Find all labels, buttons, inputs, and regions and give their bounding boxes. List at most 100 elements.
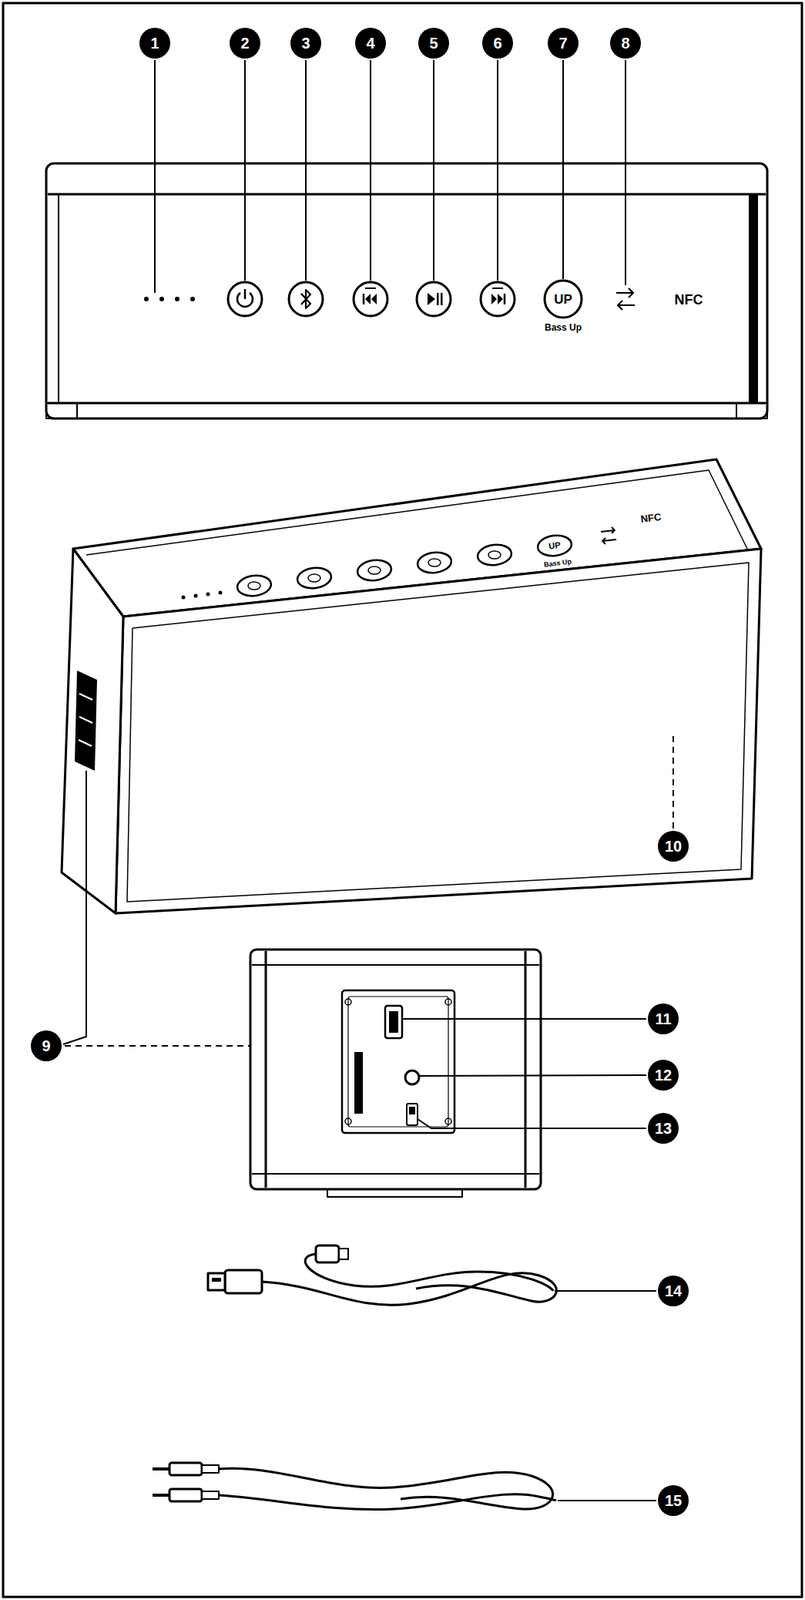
perspective-view — [78, 739, 92, 746]
callout-holder: 5 — [418, 27, 450, 59]
end-view — [348, 996, 449, 1127]
label-holder: NFC — [640, 511, 662, 524]
top-view — [503, 293, 507, 305]
label-holder: NFC — [674, 292, 704, 307]
perspective-view — [416, 550, 453, 574]
callout-holder: 8 — [610, 27, 641, 59]
callout-number: 7 — [547, 27, 579, 59]
perspective-view — [248, 581, 261, 590]
top-view — [491, 293, 497, 305]
label-holder: Bass Up — [543, 557, 573, 568]
end-view — [524, 950, 527, 1188]
end-view — [345, 1117, 352, 1124]
top-view — [365, 287, 376, 289]
perspective-view — [536, 533, 574, 557]
perspective-view — [61, 459, 762, 913]
aux-cable — [152, 1466, 170, 1470]
callout-holder: 6 — [482, 27, 514, 59]
leader-lines — [624, 60, 627, 286]
callout-number: 8 — [610, 27, 641, 59]
usb-cable — [261, 1272, 557, 1305]
callout-number: 12 — [647, 1059, 679, 1091]
top-view — [353, 281, 388, 316]
perspective-view — [296, 565, 333, 590]
top-view — [365, 293, 371, 305]
usb-cable — [315, 1244, 339, 1262]
end-view — [445, 998, 452, 1005]
callout-holder: 12 — [647, 1059, 679, 1091]
usb-cable — [224, 1269, 262, 1293]
top-view — [416, 281, 451, 316]
end-view — [327, 1188, 463, 1197]
end-view — [405, 1069, 420, 1084]
perspective-view — [86, 469, 748, 555]
end-view — [251, 963, 540, 966]
leader-lines — [402, 1017, 647, 1020]
leader-line — [554, 1289, 657, 1292]
perspective-view — [181, 595, 186, 600]
leader-lines — [432, 60, 435, 281]
top-view — [616, 288, 634, 298]
button-caption: Bass Up — [543, 557, 573, 568]
callout-number: 3 — [290, 27, 322, 59]
top-view — [244, 288, 247, 299]
top-view — [47, 402, 766, 405]
perspective-view — [206, 592, 211, 597]
top-view — [497, 293, 504, 305]
end-view — [406, 1103, 418, 1125]
perspective-view — [356, 557, 393, 582]
top-view — [362, 293, 366, 305]
top-view — [159, 296, 165, 302]
top-view — [228, 281, 262, 316]
callout-number: 10 — [657, 830, 689, 862]
perspective-view — [236, 573, 273, 598]
top-view — [144, 296, 149, 302]
aux-cable — [152, 1492, 170, 1496]
callout-holder: 11 — [647, 1002, 679, 1034]
leader-lines — [369, 60, 372, 281]
usb-cable — [338, 1247, 349, 1259]
leader-lines — [496, 60, 499, 281]
end-view — [250, 949, 541, 1197]
leader-lines — [419, 1074, 647, 1076]
callout-number: 13 — [647, 1112, 679, 1144]
perspective-view — [79, 716, 93, 723]
leader-lines — [305, 60, 307, 281]
leader-lines — [154, 60, 156, 293]
leader-lines — [417, 1118, 647, 1128]
label-holder: Bass Up — [544, 322, 582, 333]
aux-cable — [218, 1493, 557, 1510]
leader-lines — [244, 60, 246, 281]
perspective-view — [194, 593, 198, 598]
callout-holder: 15 — [657, 1484, 689, 1516]
top-view — [288, 281, 323, 316]
perspective-view — [61, 548, 124, 913]
callout-holder: 4 — [355, 27, 386, 59]
top-view — [748, 194, 759, 403]
callout-holder: 10 — [657, 830, 689, 862]
callout-number: 9 — [30, 1029, 62, 1061]
aux-cable — [169, 1462, 202, 1475]
leader-lines — [154, 60, 626, 293]
callout-number: 15 — [657, 1484, 689, 1516]
top-view — [480, 281, 515, 316]
perspective-view — [127, 562, 749, 902]
nfc-label: NFC — [640, 511, 662, 524]
callout-holder: 1 — [139, 27, 171, 59]
callout-holder: 13 — [647, 1112, 679, 1144]
usb-cable — [207, 1244, 557, 1305]
callout-number: 14 — [657, 1274, 689, 1306]
top-view — [440, 292, 443, 306]
top-view — [427, 292, 436, 306]
callout-number: 6 — [482, 27, 514, 59]
end-view — [342, 989, 455, 1133]
end-view — [250, 949, 541, 1189]
callout-holder: 2 — [229, 27, 261, 59]
usb-cable — [305, 1253, 554, 1291]
aux-cable — [152, 1462, 557, 1510]
top-view — [174, 296, 180, 302]
top-view — [190, 296, 195, 302]
label-holder: UP — [553, 292, 573, 306]
callout-number: 4 — [355, 27, 386, 59]
callout-number: 11 — [647, 1002, 679, 1034]
